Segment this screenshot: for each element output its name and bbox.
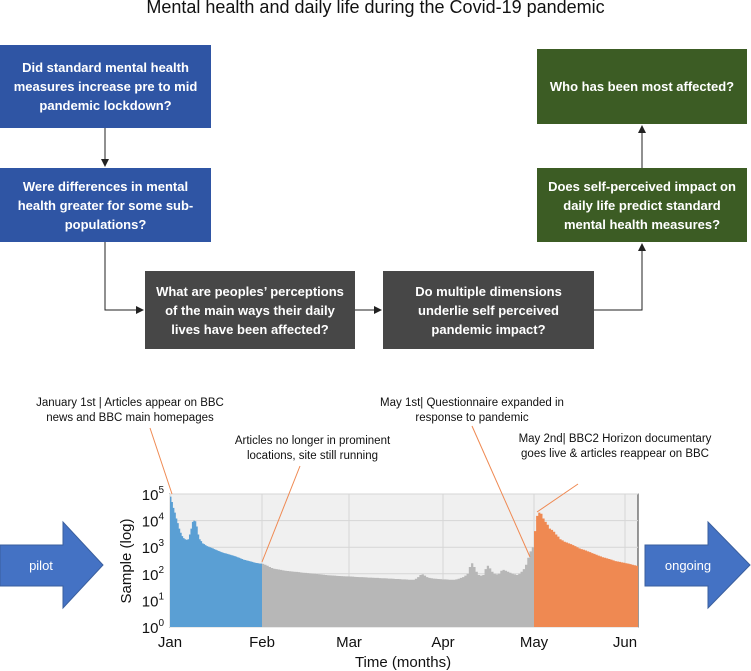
sample-chart: 100 101 102 103 104 105 Jan Feb Mar Apr May Jun Sa…	[118, 485, 639, 671]
arrow-ongoing-label: ongoing	[665, 558, 711, 573]
y-tick-label: 100	[142, 618, 165, 637]
arrow-pilot-label: pilot	[29, 558, 53, 573]
x-tick-label-jun: Jun	[613, 634, 637, 651]
note-may2: May 2nd| BBC2 Horizon documentary goes l…	[518, 433, 712, 460]
note-jan1: January 1st | Articles appear on BBC new…	[36, 397, 224, 424]
box-q3-perceptions: What are peoples’ perceptions of the mai…	[145, 271, 355, 349]
y-tick-label: 102	[142, 565, 165, 584]
connector-q4-q5	[594, 243, 646, 311]
callout-jan1	[149, 427, 173, 495]
callout-feb	[261, 465, 301, 563]
note-feb: Articles no longer in prominent location…	[234, 435, 391, 462]
note-may1: May 1st| Questionnaire expanded in respo…	[380, 397, 564, 424]
y-tick-label: 104	[142, 512, 165, 531]
y-tick-label: 101	[142, 591, 165, 610]
x-axis-label: Time (months)	[355, 654, 451, 671]
y-tick-label: 105	[142, 485, 165, 504]
connector-q2-q3	[104, 242, 144, 314]
arrow-pilot: pilot	[0, 520, 104, 610]
bar-series-feb-apr	[262, 547, 534, 627]
box-q6-most-affected: Who has been most affected?	[537, 49, 747, 124]
y-axis-label: Sample (log)	[118, 518, 135, 603]
x-tick-label-feb: Feb	[249, 634, 275, 651]
figure-title: Mental health and daily life during the …	[146, 0, 605, 17]
arrow-ongoing: ongoing	[644, 520, 751, 610]
bar-series-may-jun	[534, 512, 638, 627]
box-q4-dimensions: Do multiple dimensions underlie self per…	[383, 271, 594, 349]
bar-series-jan	[170, 496, 262, 627]
callout-may2	[536, 483, 579, 513]
y-tick-label: 103	[142, 538, 165, 557]
x-tick-label-may: May	[520, 634, 549, 651]
box-q1-mental-health-increase: Did standard mental health measures incr…	[0, 45, 211, 128]
x-tick-label-mar: Mar	[336, 634, 362, 651]
box-q2-subpopulations: Were differences in mental health greate…	[0, 168, 211, 242]
box-q5-self-perceived-impact: Does self-perceived impact on daily life…	[537, 168, 747, 242]
x-tick-label-apr: Apr	[431, 634, 454, 651]
callout-may1	[471, 425, 531, 558]
x-tick-label-jan: Jan	[158, 634, 182, 651]
